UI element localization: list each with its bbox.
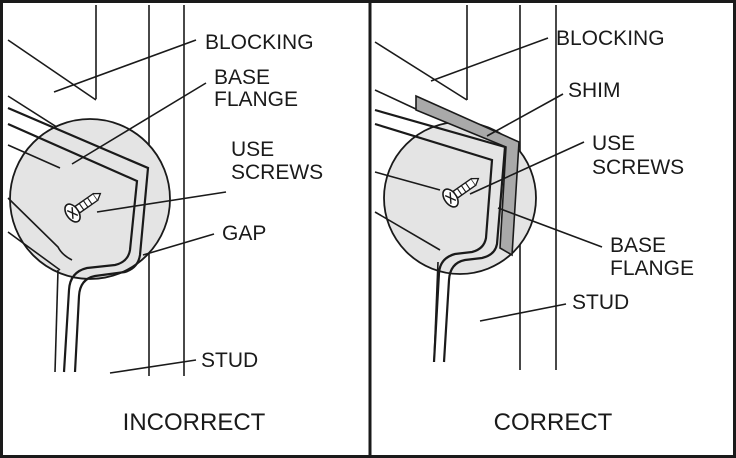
left-bracket-line xyxy=(7,231,61,271)
right-flange-outer xyxy=(374,108,507,363)
right-bracket-line xyxy=(374,171,441,191)
screw-icon xyxy=(64,192,102,223)
label-gap: GAP xyxy=(222,222,266,245)
leader-shim xyxy=(486,93,564,137)
caption-correct: CORRECT xyxy=(494,409,613,436)
leader-stud xyxy=(479,303,567,322)
label-shim: SHIM xyxy=(568,79,621,102)
leader-blocking xyxy=(430,37,549,82)
label-base-flange-line1: BASE xyxy=(610,234,666,257)
label-base-flange-line2: FLANGE xyxy=(610,257,694,280)
label-base-flange-line2: FLANGE xyxy=(214,88,298,111)
shim-piece xyxy=(415,94,520,257)
left-flange-outer xyxy=(7,106,150,373)
label-use-screws-line2: SCREWS xyxy=(231,161,323,184)
left-flange-inner xyxy=(7,122,139,373)
label-stud: STUD xyxy=(201,349,258,372)
left-bracket-line xyxy=(7,144,73,261)
label-use-screws-line1: USE xyxy=(592,132,635,155)
label-stud: STUD xyxy=(572,291,629,314)
right-bracket-line xyxy=(433,261,439,363)
leader-stud xyxy=(109,359,197,374)
leader-use-screws xyxy=(469,141,585,195)
label-blocking: BLOCKING xyxy=(205,31,314,54)
right-panel: BLOCKING SHIM USE SCREWS BASE FLANGE STU… xyxy=(374,5,694,436)
label-base-flange-line1: BASE xyxy=(214,66,270,89)
label-use-screws-line2: SCREWS xyxy=(592,156,684,179)
label-blocking: BLOCKING xyxy=(556,27,665,50)
right-bracket-line xyxy=(374,211,441,251)
left-blocking-line xyxy=(7,39,97,101)
leader-base-flange xyxy=(497,207,603,248)
left-panel: BLOCKING BASE FLANGE USE SCREWS GAP STUD… xyxy=(7,5,323,436)
right-flange-inner xyxy=(374,122,494,363)
caption-incorrect: INCORRECT xyxy=(123,409,266,436)
leader-blocking xyxy=(53,39,197,93)
screw-icon xyxy=(442,177,480,208)
leader-gap xyxy=(142,233,215,256)
right-blocking-line xyxy=(374,89,419,111)
leader-base-flange xyxy=(71,82,207,165)
right-blocking-line xyxy=(374,41,468,101)
leader-use-screws xyxy=(96,191,227,213)
left-bracket-line xyxy=(54,269,59,373)
label-use-screws-line1: USE xyxy=(231,138,274,161)
